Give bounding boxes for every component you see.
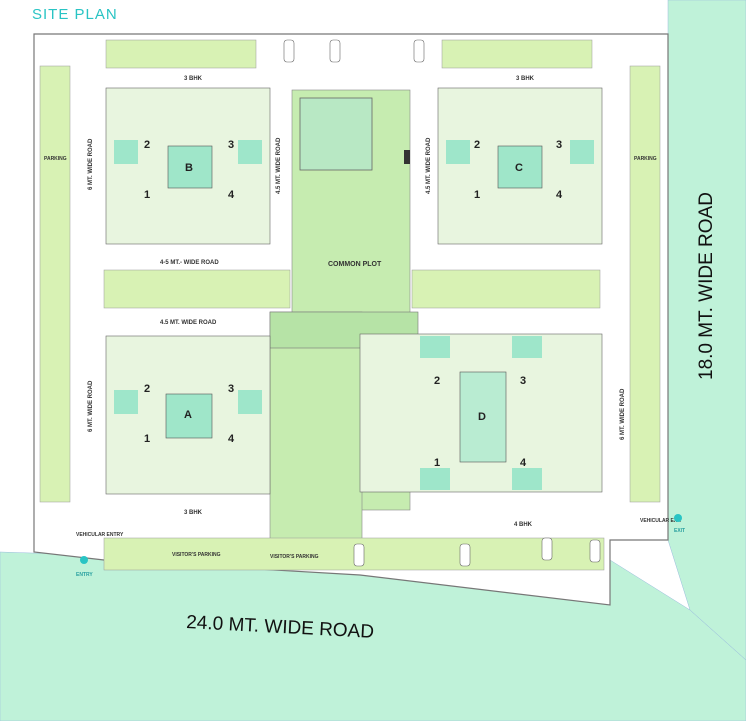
left-parking-strip [39,65,71,503]
top-right-parking [441,39,593,69]
tower-b-unit-2: 2 [144,139,150,151]
tower-c [437,87,603,245]
top-left-parking [105,39,257,69]
tower-d-letter: D [478,411,486,423]
exit-label: EXIT [674,528,685,534]
exit-arrow-icon [674,514,682,522]
tower-b-unit-3: 3 [228,139,234,151]
tower-b-letter: B [185,162,193,174]
tower-b-unit-1: 1 [144,189,150,201]
tower-d-unit-1: 1 [434,457,440,469]
tower-d-unit-3: 3 [520,375,526,387]
tower-c-letter: C [515,162,523,174]
garden-right [411,269,601,309]
entry-arrow-icon [80,556,88,564]
pool-equipment [404,150,410,164]
tower-a-unit-2: 2 [144,383,150,395]
bhk-label-b: 3 BHK [184,76,203,82]
visitors-parking-label-1: VISITOR'S PARKING [172,552,221,558]
parking-label-right: PARKING [634,156,657,162]
site-plan-title: SITE PLAN [32,6,118,23]
tower-b [105,87,271,245]
tower-c-unit-4: 4 [556,189,563,201]
road-18m-label: 18.0 MT. WIDE ROAD [696,192,717,380]
tower-a-letter: A [184,409,192,421]
parked-cars [283,39,601,567]
road-6m-right: 6 MT. WIDE ROAD [620,388,626,440]
tower-d-unit-2: 2 [434,375,440,387]
road-6m-left-lower: 6 MT. WIDE ROAD [88,380,94,432]
vehicular-exit-label: VEHICULAR EXIT [640,518,682,524]
bhk-label-d: 4 BHK [514,522,533,528]
tower-a-unit-4: 4 [228,433,235,445]
tower-d-unit-4: 4 [520,457,527,469]
bhk-label-a: 3 BHK [184,510,203,516]
parking-label-left: PARKING [44,156,67,162]
bhk-label-c: 3 BHK [516,76,535,82]
common-plot-lower [269,311,363,545]
road-6m-left-upper: 6 MT. WIDE ROAD [88,138,94,190]
right-parking-strip [629,65,661,503]
vehicular-entry-label: VEHICULAR ENTRY [76,532,124,538]
garden-left [103,269,291,309]
road-4-5m-mid-upper: 4-5 MT.- WIDE ROAD [160,260,219,266]
common-plot-label: COMMON PLOT [328,261,382,268]
pool [299,97,373,171]
tower-a-unit-1: 1 [144,433,150,445]
tower-a [105,335,271,495]
road-4-5m-b: 4.5 MT. WIDE ROAD [276,137,282,194]
tower-d [359,333,603,493]
entry-label: ENTRY [76,572,93,578]
tower-c-unit-3: 3 [556,139,562,151]
tower-b-unit-4: 4 [228,189,235,201]
tower-c-unit-1: 1 [474,189,480,201]
tower-c-unit-2: 2 [474,139,480,151]
road-4-5m-mid-lower: 4.5 MT. WIDE ROAD [160,320,217,326]
tower-a-unit-3: 3 [228,383,234,395]
road-4-5m-c: 4.5 MT. WIDE ROAD [426,137,432,194]
visitors-parking-label-2: VISITOR'S PARKING [270,554,319,560]
